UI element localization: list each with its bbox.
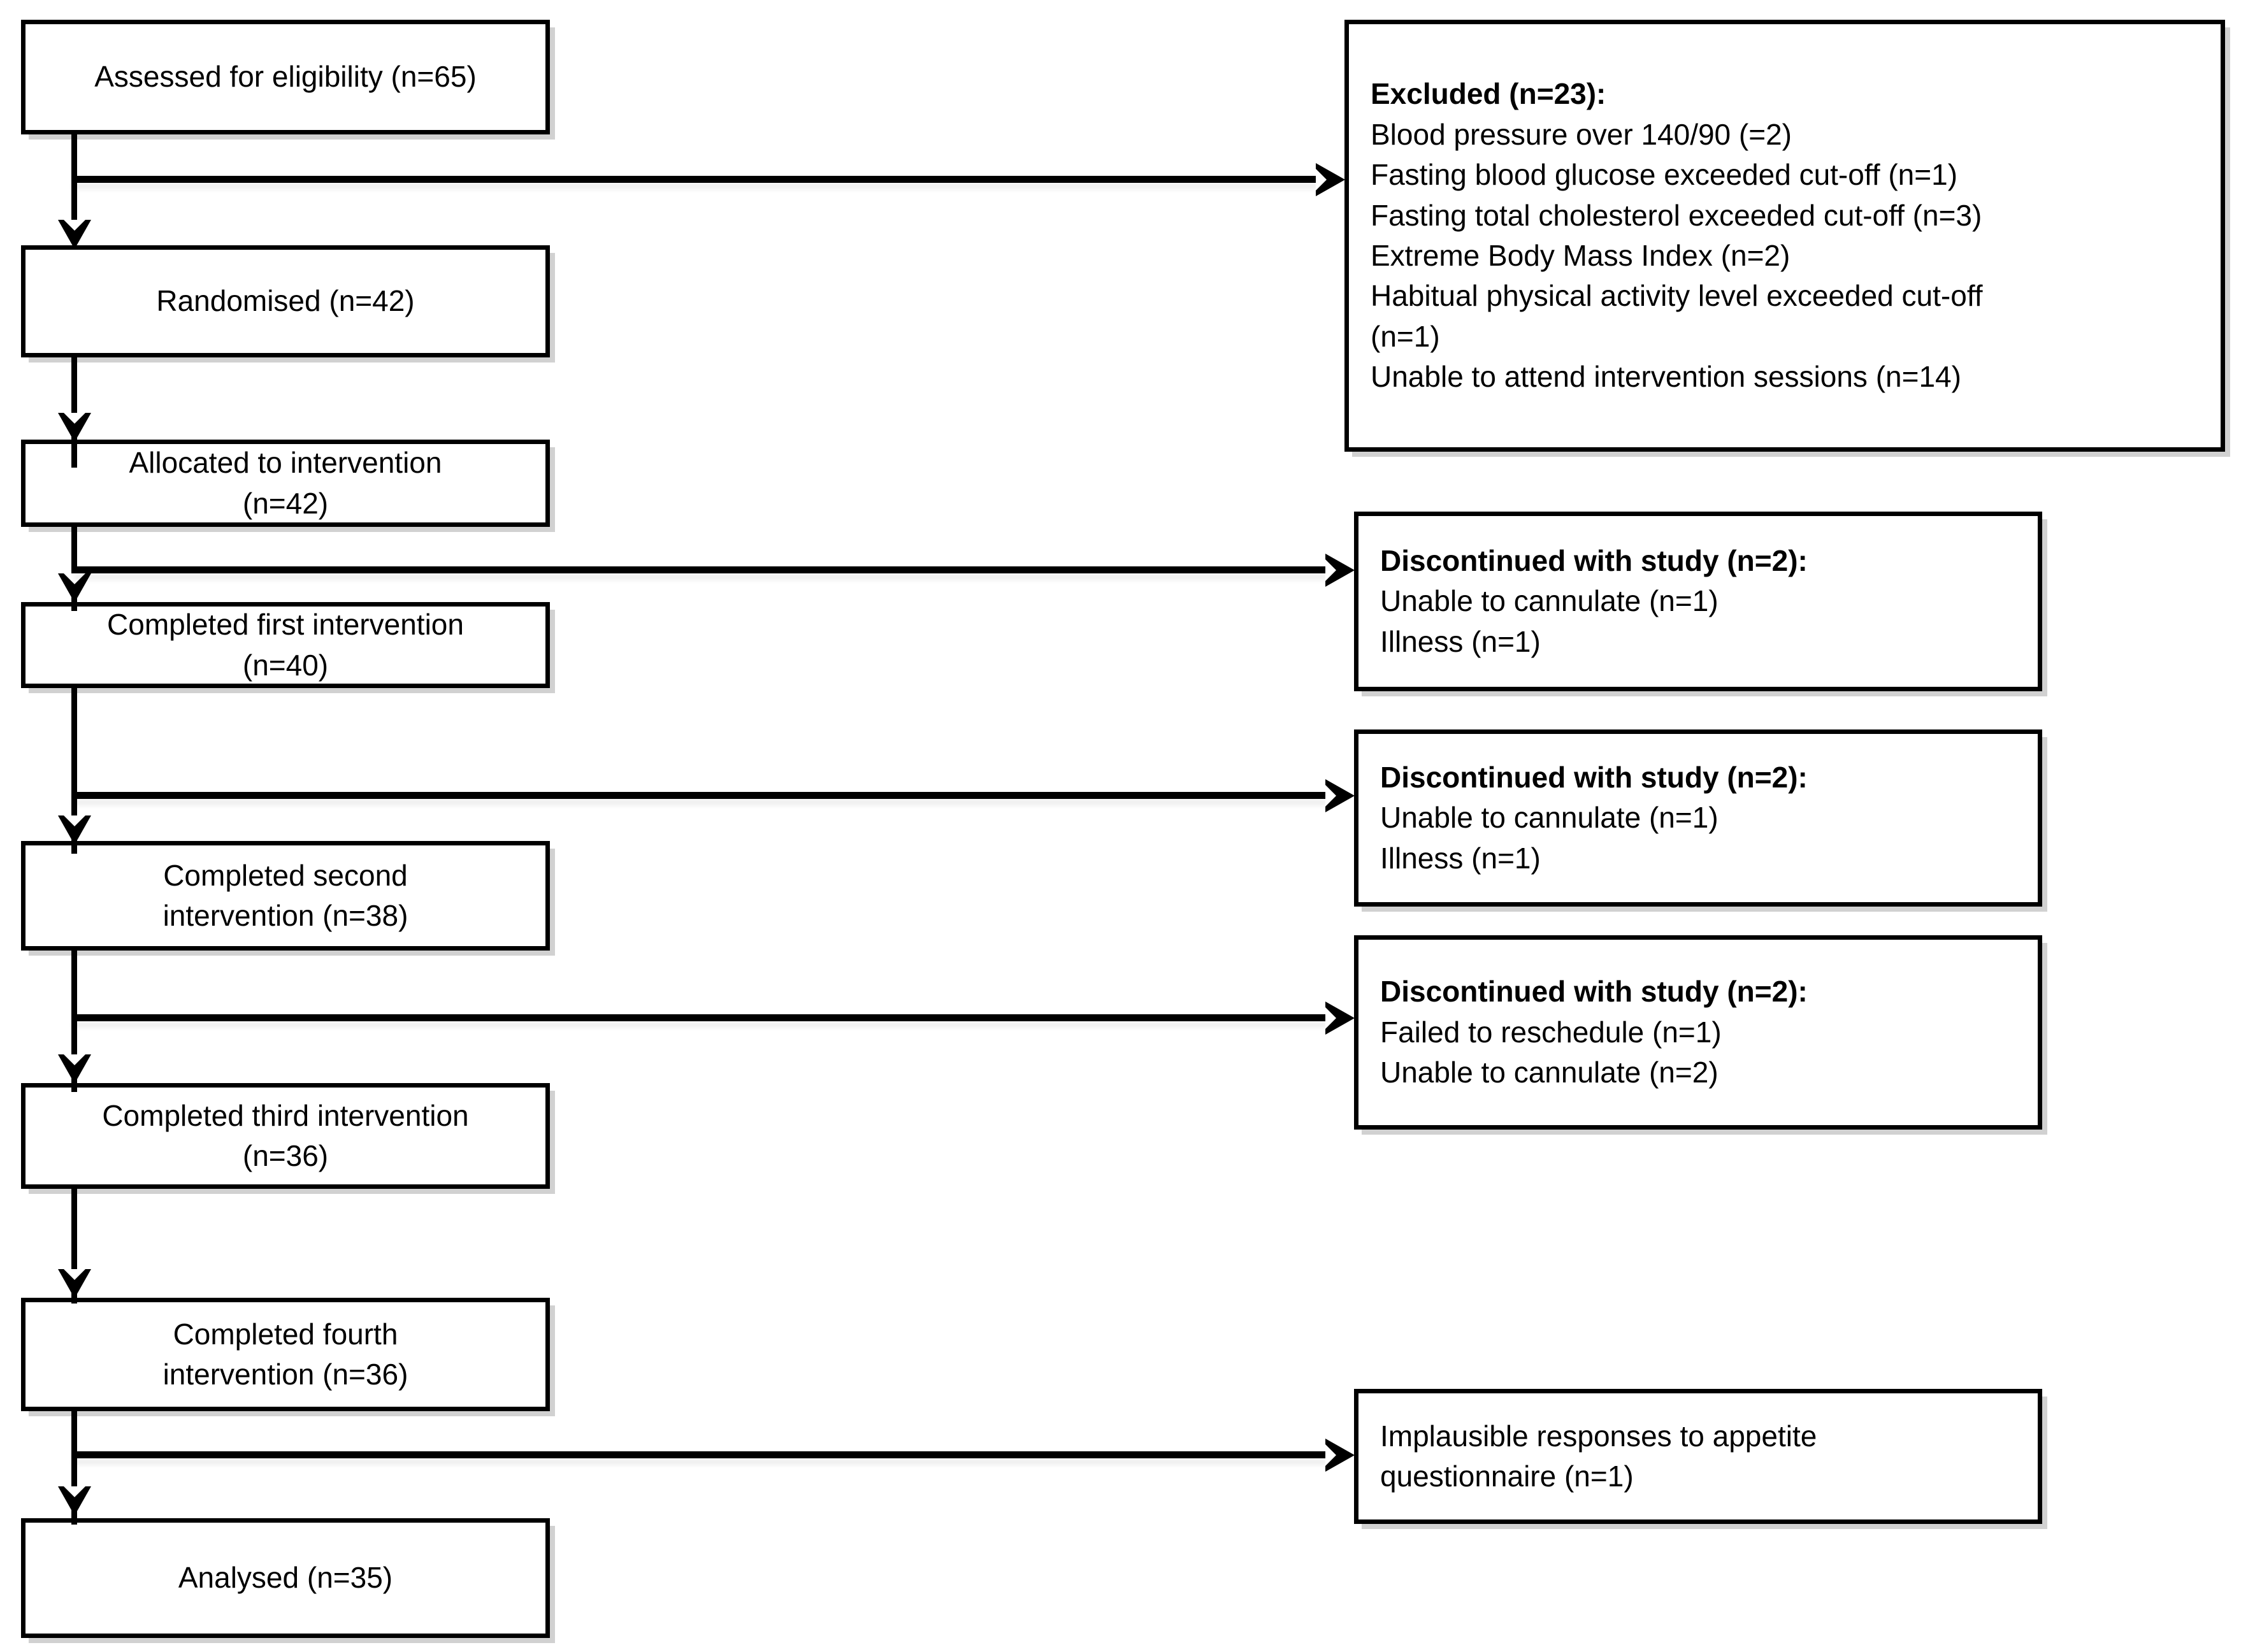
connector-fourth-to-implausible xyxy=(71,1451,1330,1458)
node-analysed: Analysed (n=35) xyxy=(21,1518,550,1638)
node-third-line-2: (n=36) xyxy=(242,1139,329,1172)
node-excluded-heading: Excluded (n=23): xyxy=(1371,77,1606,111)
node-completed-third-intervention: Completed third intervention (n=36) xyxy=(21,1083,550,1189)
node-discontinued-3-item-2: Unable to cannulate (n=2) xyxy=(1380,1056,1718,1089)
connector-randomised-to-allocated xyxy=(71,357,77,468)
connector-first-to-second xyxy=(71,688,77,854)
node-discontinued-3-item-1: Failed to reschedule (n=1) xyxy=(1380,1015,1722,1049)
connector-third-to-fourth xyxy=(71,1189,77,1304)
arrowhead-fourth-to-implausible xyxy=(1325,1439,1355,1472)
node-discontinued-1-heading: Discontinued with study (n=2): xyxy=(1380,543,1808,577)
connector-first-to-discontinued-2 xyxy=(71,792,1330,799)
arrowhead-assessed-to-randomised xyxy=(58,220,91,249)
node-analysed-line-1: Analysed (n=35) xyxy=(178,1561,393,1595)
node-randomised: Randomised (n=42) xyxy=(21,245,550,357)
arrowhead-first-to-second xyxy=(58,815,91,845)
node-discontinued-1-item-2: Illness (n=1) xyxy=(1380,624,1541,658)
node-implausible-item-1: Implausible responses to appetite xyxy=(1380,1419,1817,1453)
node-discontinued-2-heading: Discontinued with study (n=2): xyxy=(1380,760,1808,794)
node-second-line-1: Completed second xyxy=(163,858,408,892)
node-excluded: Excluded (n=23): Blood pressure over 140… xyxy=(1344,20,2225,452)
arrowhead-allocated-to-discontinued-1 xyxy=(1325,554,1355,587)
node-excluded-item-5: Habitual physical activity level exceede… xyxy=(1371,279,1983,313)
arrowhead-randomised-to-allocated xyxy=(58,413,91,442)
connector-fourth-to-analysed xyxy=(71,1411,77,1525)
node-assessed-for-eligibility: Assessed for eligibility (n=65) xyxy=(21,20,550,134)
arrowhead-second-to-third xyxy=(58,1054,91,1084)
connector-second-to-discontinued-3 xyxy=(71,1014,1330,1021)
node-excluded-item-4: Extreme Body Mass Index (n=2) xyxy=(1371,239,1790,272)
node-discontinued-3-heading: Discontinued with study (n=2): xyxy=(1380,975,1808,1009)
arrowhead-first-to-discontinued-2 xyxy=(1325,779,1355,812)
node-assessed-line-1: Assessed for eligibility (n=65) xyxy=(94,60,477,94)
connector-allocated-to-discontinued-1 xyxy=(71,566,1330,573)
node-completed-fourth-intervention: Completed fourth intervention (n=36) xyxy=(21,1298,550,1411)
node-fourth-line-1: Completed fourth xyxy=(173,1317,398,1351)
arrowhead-allocated-to-first xyxy=(58,573,91,603)
connector-assessed-to-randomised xyxy=(71,134,77,231)
node-first-line-2: (n=40) xyxy=(242,648,329,682)
node-excluded-item-7: Unable to attend intervention sessions (… xyxy=(1371,360,1961,394)
node-discontinued-2-item-1: Unable to cannulate (n=1) xyxy=(1380,801,1718,835)
node-implausible-item-2: questionnaire (n=1) xyxy=(1380,1460,1634,1493)
node-discontinued-1: Discontinued with study (n=2): Unable to… xyxy=(1354,512,2042,691)
node-second-line-2: intervention (n=38) xyxy=(162,899,408,932)
arrowhead-assessed-to-excluded xyxy=(1316,163,1345,196)
connector-second-to-third xyxy=(71,951,77,1092)
node-allocated-line-2: (n=42) xyxy=(242,486,329,520)
node-first-line-1: Completed first intervention xyxy=(107,608,464,642)
node-allocated-to-intervention: Allocated to intervention (n=42) xyxy=(21,440,550,527)
node-fourth-line-2: intervention (n=36) xyxy=(162,1358,408,1391)
node-excluded-item-6: (n=1) xyxy=(1371,319,1440,353)
arrowhead-fourth-to-analysed xyxy=(58,1486,91,1516)
node-discontinued-3: Discontinued with study (n=2): Failed to… xyxy=(1354,935,2042,1130)
node-randomised-line-1: Randomised (n=42) xyxy=(156,284,415,318)
connector-assessed-to-excluded xyxy=(71,176,1320,183)
arrowhead-third-to-fourth xyxy=(58,1269,91,1298)
node-excluded-item-2: Fasting blood glucose exceeded cut-off (… xyxy=(1371,158,1958,192)
node-discontinued-1-item-1: Unable to cannulate (n=1) xyxy=(1380,584,1718,618)
arrowhead-second-to-discontinued-3 xyxy=(1325,1002,1355,1035)
node-completed-first-intervention: Completed first intervention (n=40) xyxy=(21,602,550,688)
node-excluded-item-3: Fasting total cholesterol exceeded cut-o… xyxy=(1371,198,1982,232)
node-discontinued-2: Discontinued with study (n=2): Unable to… xyxy=(1354,729,2042,907)
node-excluded-item-1: Blood pressure over 140/90 (=2) xyxy=(1371,117,1792,151)
node-third-line-1: Completed third intervention xyxy=(102,1098,469,1132)
node-discontinued-2-item-2: Illness (n=1) xyxy=(1380,841,1541,875)
node-completed-second-intervention: Completed second intervention (n=38) xyxy=(21,841,550,951)
node-allocated-line-1: Allocated to intervention xyxy=(129,446,442,480)
node-implausible-responses: Implausible responses to appetite questi… xyxy=(1354,1389,2042,1524)
